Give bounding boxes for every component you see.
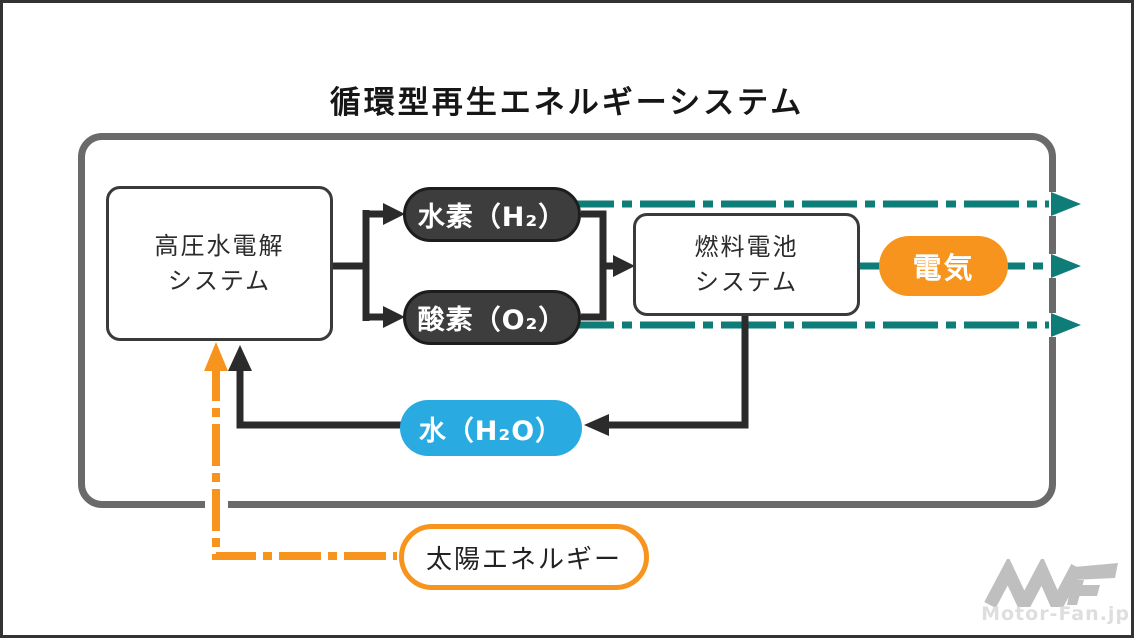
oxygen-label: 酸素（O₂） bbox=[417, 305, 567, 336]
water-label: 水（H₂O） bbox=[418, 415, 564, 447]
electrolysis-system-label: 高圧水電解 システム bbox=[154, 231, 285, 295]
motor-fan-logo-icon bbox=[984, 559, 1118, 607]
solar-energy-label: 太陽エネルギー bbox=[425, 544, 622, 575]
oxygen-pill: 酸素（O₂） bbox=[403, 290, 581, 345]
motor-fan-watermark-text: Motor-Fan.jp bbox=[981, 603, 1130, 625]
electrolysis-system-box: 高圧水電解 システム bbox=[106, 186, 333, 341]
electricity-pill: 電気 bbox=[879, 236, 1008, 296]
hydrogen-label: 水素（H₂） bbox=[417, 202, 567, 233]
water-pill: 水（H₂O） bbox=[400, 400, 582, 456]
solar-energy-pill: 太陽エネルギー bbox=[399, 524, 649, 590]
hydrogen-pill: 水素（H₂） bbox=[403, 187, 581, 242]
fuel-cell-system-box: 燃料電池 システム bbox=[633, 213, 860, 316]
diagram-title: 循環型再生エネルギーシステム bbox=[329, 85, 805, 121]
motor-fan-watermark: Motor-Fan.jp bbox=[978, 559, 1131, 635]
electricity-label: 電気 bbox=[912, 251, 975, 285]
fuel-cell-system-label: 燃料電池 システム bbox=[694, 232, 799, 296]
